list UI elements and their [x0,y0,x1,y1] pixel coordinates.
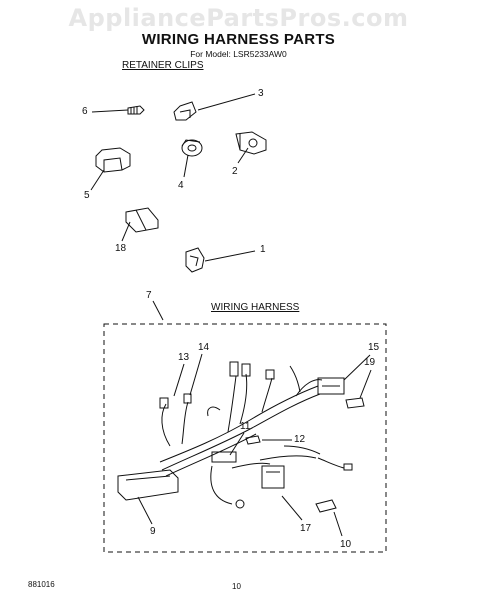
model-subtitle: For Model: LSR5233AW0 [190,49,287,59]
leader-line-6 [91,109,129,113]
watermark: AppliancePartsPros.com [68,4,409,32]
callout-14: 14 [198,342,210,353]
sleeve-clip-part-18 [125,207,159,233]
retainer-clips-heading: RETAINER CLIPS [122,60,204,71]
callout-17: 17 [300,523,312,534]
callout-15: 15 [368,342,380,353]
leader-line-4 [183,154,189,178]
screw-part-6 [127,105,145,115]
page-number: 10 [232,582,241,591]
page-title: WIRING HARNESS PARTS [141,31,336,48]
leader-line-9 [137,496,153,525]
wiring-harness-assembly [117,361,365,513]
harness-boundary [103,323,387,553]
callout-5: 5 [84,190,90,201]
callout-3: 3 [258,88,264,99]
leader-line-15 [343,354,371,381]
callout-1: 1 [260,244,266,255]
callout-7: 7 [146,290,152,301]
hook-clip-part-3 [173,101,197,121]
leader-line-2 [237,147,249,164]
callout-6: 6 [82,106,88,117]
leader-line-7 [152,300,164,321]
leader-line-13 [173,363,185,397]
round-clip-part-4 [181,139,203,157]
leader-line-3 [197,93,256,111]
callout-4: 4 [178,180,184,191]
leader-line-1 [204,250,256,262]
saddle-clip-part-5 [95,147,131,173]
document-code: 881016 [28,580,55,589]
leader-line-10 [333,511,343,537]
callout-18: 18 [115,243,127,254]
callout-10: 10 [340,539,352,550]
leader-line-5 [90,169,105,191]
curved-clip-part-1 [185,247,205,273]
bracket-clip-part-2 [235,131,267,155]
leader-line-19 [359,369,372,399]
leader-line-14 [189,353,203,396]
wiring-harness-heading: WIRING HARNESS [211,302,300,313]
callout-19: 19 [364,357,376,368]
callout-12: 12 [294,434,306,445]
callout-11: 11 [240,421,251,432]
leader-line-17 [281,495,303,521]
callout-9: 9 [150,526,156,537]
callout-13: 13 [178,352,190,363]
callout-2: 2 [232,166,238,177]
